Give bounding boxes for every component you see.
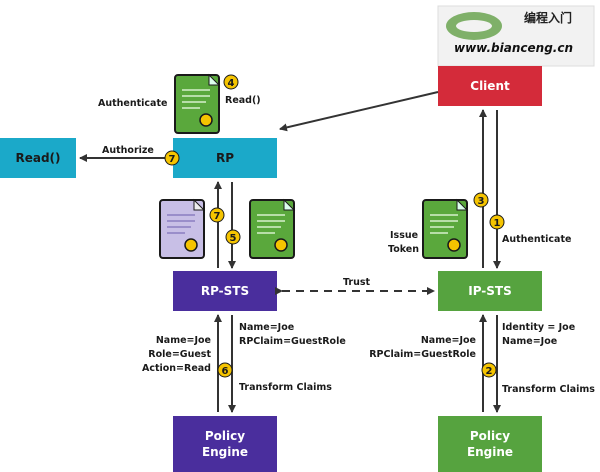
arrow-client-to-rp bbox=[279, 91, 439, 132]
step-badge-5: 5 bbox=[225, 229, 241, 245]
svg-text:3: 3 bbox=[478, 196, 485, 207]
ip-sts-box bbox=[438, 271, 542, 311]
right-claims-in: Name=Joe RPClaim=GuestRole bbox=[369, 335, 476, 360]
label-trust: Trust bbox=[343, 277, 371, 288]
step-badge-6: 6 bbox=[217, 362, 233, 378]
svg-text:2: 2 bbox=[486, 366, 493, 377]
token-icon-purple bbox=[159, 198, 206, 259]
token-icon-rpsts bbox=[249, 198, 296, 259]
step-badge-3: 3 bbox=[473, 192, 489, 208]
left-claims-in: Name=Joe Role=Guest Action=Read bbox=[142, 335, 211, 374]
policy-left-box bbox=[173, 416, 277, 472]
ip-sts-node: IP-STS bbox=[438, 271, 542, 311]
token-icon-ipsts bbox=[422, 198, 469, 259]
policy-right-line2: Engine bbox=[467, 445, 513, 459]
step-badge-1: 1 bbox=[489, 214, 505, 230]
svg-text:Name=Joe: Name=Joe bbox=[156, 335, 211, 346]
rp-node: RP bbox=[173, 138, 277, 178]
label-authorize: Authorize bbox=[102, 145, 154, 156]
svg-text:6: 6 bbox=[222, 366, 229, 377]
rp-label: RP bbox=[216, 151, 234, 165]
policy-right-line1: Policy bbox=[470, 429, 510, 443]
step-badge-7a: 7 bbox=[164, 150, 180, 166]
policy-engine-left: Policy Engine bbox=[173, 416, 277, 472]
read-label: Read() bbox=[15, 151, 60, 165]
svg-text:1: 1 bbox=[494, 218, 501, 229]
watermark-title: 编程入门 bbox=[523, 10, 572, 25]
token-icon-rp bbox=[174, 73, 221, 134]
svg-text:Action=Read: Action=Read bbox=[142, 363, 211, 374]
step-badge-4: 4 bbox=[223, 74, 239, 90]
svg-text:5: 5 bbox=[230, 233, 237, 244]
client-box bbox=[438, 66, 542, 106]
svg-text:RPClaim=GuestRole: RPClaim=GuestRole bbox=[239, 336, 346, 347]
step-badges: 4 7 7 5 3 1 6 2 bbox=[164, 74, 505, 378]
svg-text:RPClaim=GuestRole: RPClaim=GuestRole bbox=[369, 349, 476, 360]
rp-box bbox=[173, 138, 277, 178]
rp-sts-box bbox=[173, 271, 277, 311]
policy-engine-right: Policy Engine bbox=[438, 416, 542, 472]
label-transform-right: Transform Claims bbox=[502, 384, 595, 395]
rp-sts-label: RP-STS bbox=[201, 284, 249, 298]
arrows bbox=[79, 91, 501, 413]
svg-text:7: 7 bbox=[169, 154, 176, 165]
left-claims-out: Name=Joe RPClaim=GuestRole bbox=[239, 322, 346, 347]
client-node: Client bbox=[438, 66, 542, 106]
svg-text:Identity = Joe: Identity = Joe bbox=[502, 322, 575, 333]
svg-text:7: 7 bbox=[214, 211, 221, 222]
right-claims-out: Identity = Joe Name=Joe bbox=[502, 322, 575, 347]
svg-text:Name=Joe: Name=Joe bbox=[502, 336, 557, 347]
watermark: 编程入门 www.bianceng.cn bbox=[437, 5, 595, 67]
svg-text:Name=Joe: Name=Joe bbox=[239, 322, 294, 333]
policy-left-line1: Policy bbox=[205, 429, 245, 443]
policy-left-line2: Engine bbox=[202, 445, 248, 459]
step-badge-2: 2 bbox=[481, 362, 497, 378]
label-authenticate-top: Authenticate bbox=[98, 98, 167, 109]
label-token: Token bbox=[388, 244, 419, 255]
read-node: Read() bbox=[0, 138, 76, 178]
watermark-url: www.bianceng.cn bbox=[454, 41, 573, 55]
read-box bbox=[0, 138, 76, 178]
ip-sts-label: IP-STS bbox=[468, 284, 512, 298]
svg-text:4: 4 bbox=[228, 78, 235, 89]
client-label: Client bbox=[470, 79, 510, 93]
svg-text:Role=Guest: Role=Guest bbox=[148, 349, 211, 360]
step-badge-7b: 7 bbox=[209, 207, 225, 223]
svg-text:Name=Joe: Name=Joe bbox=[421, 335, 476, 346]
rp-sts-node: RP-STS bbox=[173, 271, 277, 311]
policy-right-box bbox=[438, 416, 542, 472]
label-authenticate-right: Authenticate bbox=[502, 234, 571, 245]
label-transform-left: Transform Claims bbox=[239, 382, 332, 393]
label-read-call: Read() bbox=[225, 95, 261, 106]
label-issue: Issue bbox=[390, 230, 418, 241]
